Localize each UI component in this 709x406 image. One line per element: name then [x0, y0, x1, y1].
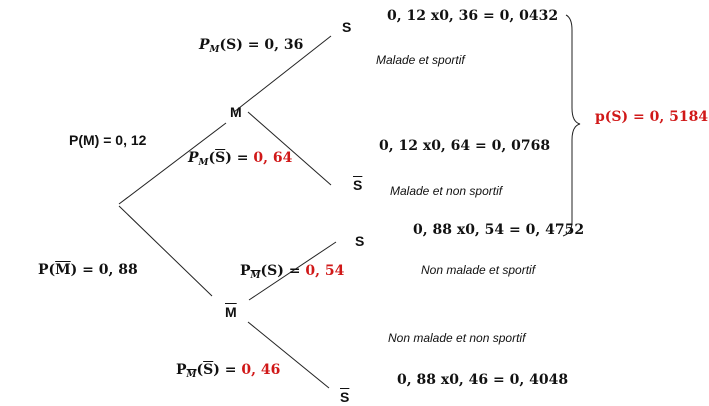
prob-not-S-symbol: S [215, 150, 226, 166]
outcome-4-calc: 0, 88 x0, 46 = 0, 4048 [397, 372, 569, 388]
total-probability-S: p(S) = 0, 5184 [595, 109, 709, 125]
prob-S-given-M: PM(S) = 0, 36 [199, 37, 304, 55]
prob-not-M-symbol: M [55, 262, 71, 278]
outcome-4-desc: Non malade et non sportif [388, 331, 526, 345]
node-S-2: S [355, 233, 365, 249]
prob-not-M-prefix: P( [38, 262, 56, 278]
edge-root-M [118, 122, 227, 205]
prob-not-M: P(M) = 0, 88 [38, 263, 138, 277]
outcome-1-desc: Malade et sportif [376, 53, 465, 67]
edge-M-S [233, 35, 332, 113]
prob-not-M-value: ) = 0, 88 [70, 262, 138, 278]
node-M: M [230, 104, 242, 120]
prob-rest: (S) = [260, 263, 306, 279]
prob-value: 0, 46 [241, 362, 281, 378]
prob-open: ( [196, 362, 204, 378]
prob-open: ( [208, 150, 216, 166]
prob-P: P [188, 150, 199, 166]
outcome-2-calc: 0, 12 x0, 64 = 0, 0768 [379, 138, 551, 154]
prob-rest: (S) = 0, 36 [219, 37, 304, 53]
edge-root-notM [118, 205, 213, 297]
prob-close: ) = [213, 362, 242, 378]
prob-value: 0, 64 [253, 150, 293, 166]
edge-notM-notS [247, 321, 330, 389]
node-not-M: M [225, 304, 237, 320]
prob-P: P [176, 362, 187, 378]
outcome-3-calc: 0, 88 x0, 54 = 0, 4752 [413, 222, 585, 238]
node-not-S-1: S [353, 177, 363, 193]
prob-not-S-symbol: S [203, 362, 214, 378]
node-not-S-2: S [340, 389, 350, 405]
prob-not-S-given-M: PM(S) = 0, 64 [188, 150, 293, 168]
outcome-3-desc: Non malade et sportif [421, 263, 536, 277]
edge-notM-S [248, 241, 337, 301]
outcome-2-desc: Malade et non sportif [390, 184, 503, 198]
prob-sub: M [186, 370, 197, 380]
prob-not-S-given-not-M: PM(S) = 0, 46 [176, 362, 281, 380]
node-S-1: S [342, 19, 352, 35]
prob-P: P [199, 37, 210, 53]
prob-S-given-not-M: PM(S) = 0, 54 [240, 263, 345, 281]
prob-M: P(M) = 0, 12 [69, 132, 147, 148]
right-brace [562, 14, 581, 237]
prob-sub: M [250, 271, 261, 281]
prob-sub: M [209, 45, 220, 55]
prob-value: 0, 54 [305, 263, 345, 279]
prob-close: ) = [225, 150, 254, 166]
edge-M-notS [247, 111, 332, 186]
prob-P: P [240, 263, 251, 279]
outcome-1-calc: 0, 12 x0, 36 = 0, 0432 [387, 8, 559, 24]
prob-sub: M [198, 158, 209, 168]
